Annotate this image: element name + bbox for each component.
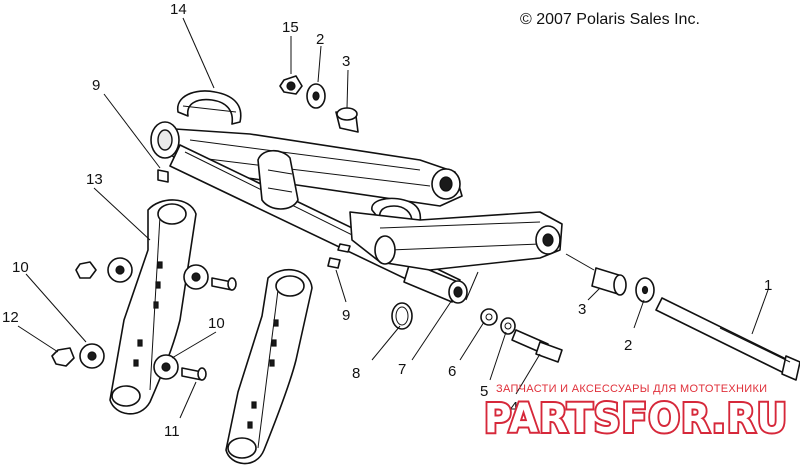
callout-13: 13 (86, 171, 103, 188)
callout-8: 8 (352, 365, 360, 382)
copyright-text: © 2007 Polaris Sales Inc. (520, 11, 700, 28)
rear-swing-arm-lower (349, 197, 563, 271)
callout-3-top: 3 (342, 53, 350, 70)
leader-lines (17, 17, 769, 419)
callout-11: 11 (164, 423, 180, 440)
callout-9-center: 9 (342, 307, 350, 324)
upper-hardware (279, 75, 359, 133)
callout-10-left: 10 (12, 259, 29, 276)
callout-3-right: 3 (578, 301, 586, 318)
callout-10-center: 10 (208, 315, 225, 332)
long-bolt (655, 297, 800, 381)
link-strap-right (225, 269, 313, 465)
callout-7: 7 (398, 361, 406, 378)
grease-fittings (157, 169, 351, 269)
callout-5: 5 (480, 383, 488, 400)
rear-swing-arm-upper (150, 90, 463, 207)
watermark-subtitle: ЗАПЧАСТИ И АКСЕССУАРЫ ДЛЯ МОТОТЕХНИКИ (496, 383, 767, 395)
callout-15: 15 (282, 19, 299, 36)
callout-4: 4 (510, 399, 518, 416)
left-hardware (51, 257, 237, 381)
watermark-brand: PARTSFOR.RU (484, 396, 788, 442)
right-hardware (391, 267, 655, 363)
callout-2-right: 2 (624, 337, 632, 354)
link-strap-left (109, 199, 197, 415)
watermark: ЗАПЧАСТИ И АКСЕССУАРЫ ДЛЯ МОТОТЕХНИКИ PA… (482, 383, 789, 444)
callout-2-top: 2 (316, 31, 324, 48)
callout-6: 6 (448, 363, 456, 380)
callout-1: 1 (764, 277, 772, 294)
callouts: 14 15 2 3 9 13 10 12 10 11 9 8 7 6 5 4 3… (2, 1, 772, 440)
callout-12: 12 (2, 309, 19, 326)
callout-9-left: 9 (92, 77, 100, 94)
callout-14: 14 (170, 1, 187, 18)
